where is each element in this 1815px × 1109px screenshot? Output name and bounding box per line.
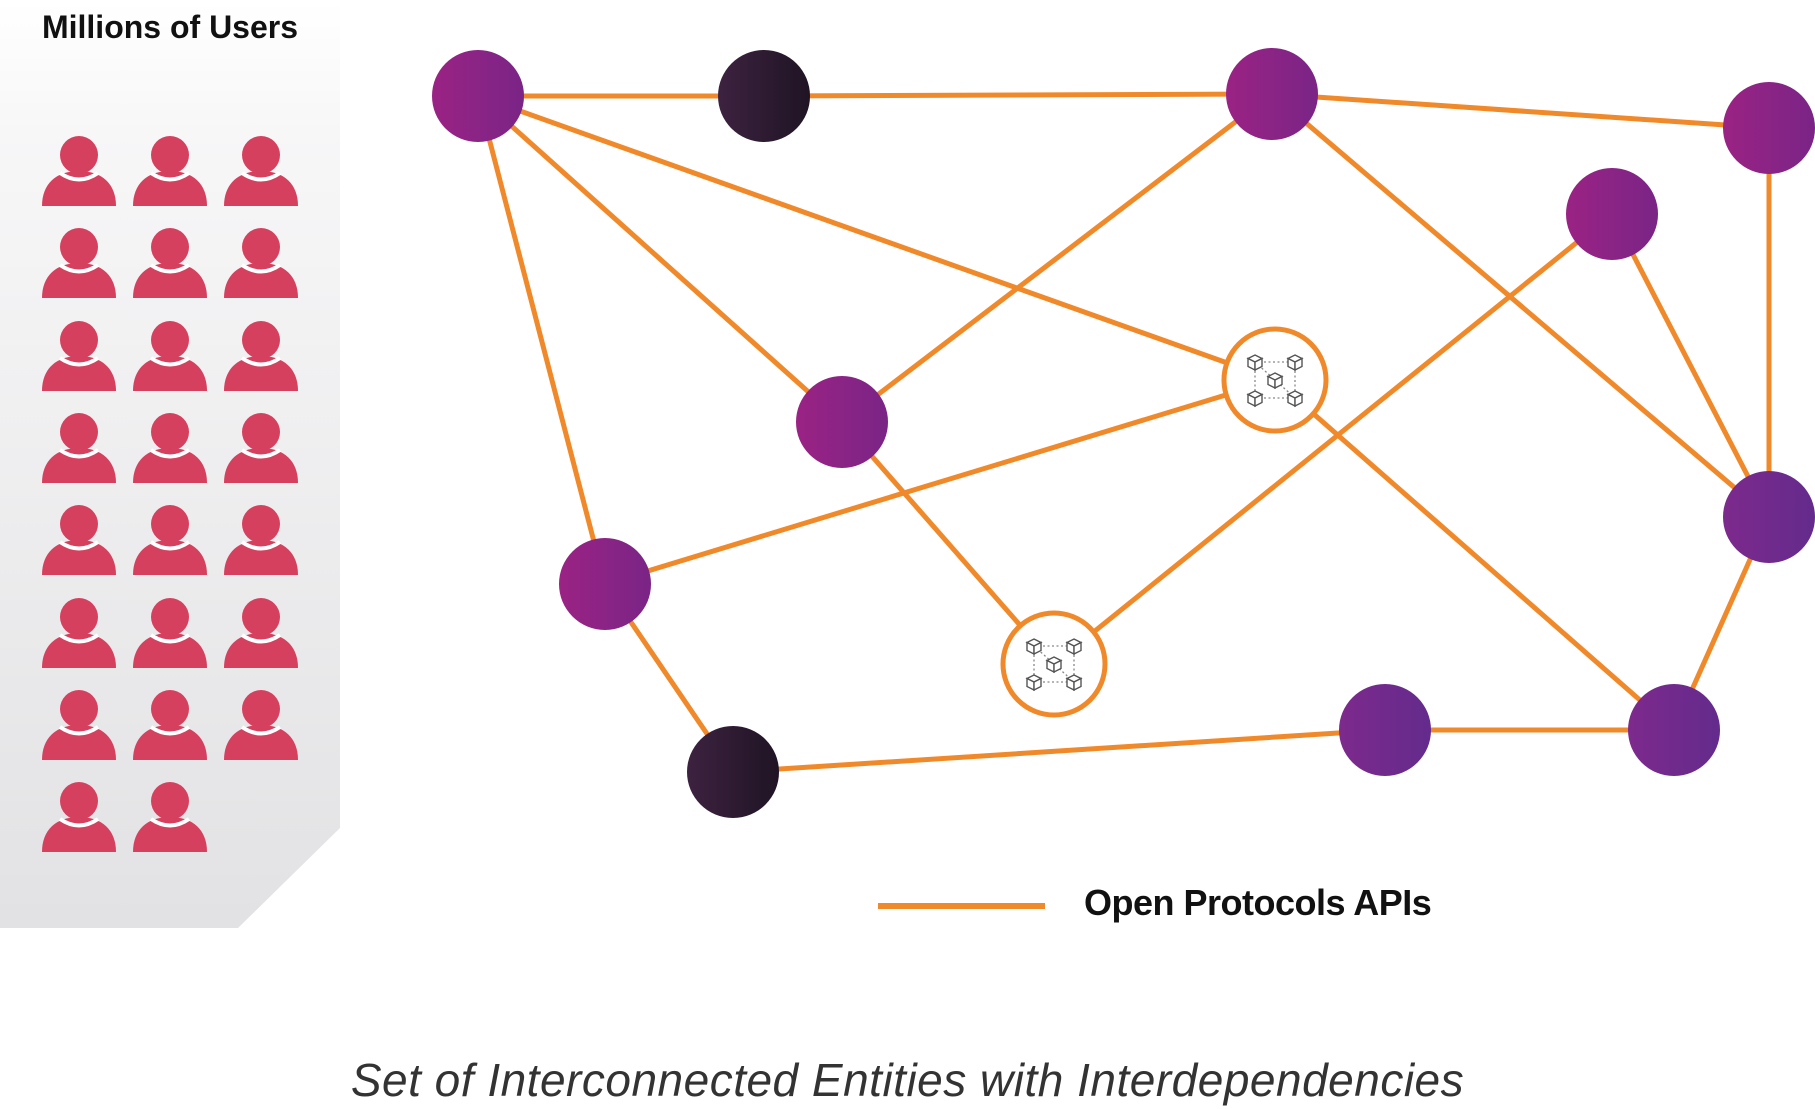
diagram-caption: Set of Interconnected Entities with Inte… (350, 1054, 1465, 1106)
entity-node (1566, 168, 1658, 260)
user-icon (42, 321, 116, 391)
user-icon (133, 413, 207, 483)
users-panel: Millions of Users (0, 0, 340, 930)
entity-node (1339, 684, 1431, 776)
user-icon (133, 505, 207, 575)
user-icon (133, 782, 207, 852)
entity-node (1628, 684, 1720, 776)
entity-node (1226, 48, 1318, 140)
entity-node (559, 538, 651, 630)
user-icon (224, 136, 298, 206)
user-icon (133, 136, 207, 206)
user-icon (42, 782, 116, 852)
user-icon (224, 321, 298, 391)
network-edge (761, 91, 1275, 99)
legend-label: Open Protocols APIs (1084, 882, 1432, 923)
network-edge (1272, 377, 1677, 733)
user-icon (42, 505, 116, 575)
user-icon (42, 598, 116, 668)
user-icon (224, 598, 298, 668)
network-edge (602, 377, 1278, 587)
entity-node (1723, 82, 1815, 174)
user-icon (133, 598, 207, 668)
user-icon (42, 413, 116, 483)
network-edge (839, 91, 1275, 425)
user-icon (224, 228, 298, 298)
blockchain-hub-node (1000, 610, 1108, 718)
network-nodes (432, 48, 1815, 818)
entity-node (718, 50, 810, 142)
entity-node (1723, 471, 1815, 563)
user-icon (133, 228, 207, 298)
blockchain-hub-node (1221, 326, 1329, 434)
user-icon (133, 321, 207, 391)
network-edge (1609, 211, 1772, 520)
network-edge (839, 419, 1057, 667)
user-icon (42, 228, 116, 298)
entity-node (432, 50, 524, 142)
user-icon (133, 690, 207, 760)
network-edge (475, 93, 608, 587)
network-edges (475, 91, 1772, 775)
network-edge (1269, 91, 1772, 520)
network-edge (475, 93, 1278, 383)
user-icon (224, 413, 298, 483)
user-icon (42, 690, 116, 760)
network-edge (1269, 91, 1772, 131)
network-edge (475, 93, 845, 425)
user-icon (224, 505, 298, 575)
network-edge (730, 727, 1388, 775)
users-panel-title: Millions of Users (41, 9, 299, 45)
network-edge (1051, 211, 1615, 667)
entity-node (796, 376, 888, 468)
user-icon (42, 136, 116, 206)
user-icon (224, 690, 298, 760)
users-grid (0, 0, 340, 930)
entity-node (687, 726, 779, 818)
